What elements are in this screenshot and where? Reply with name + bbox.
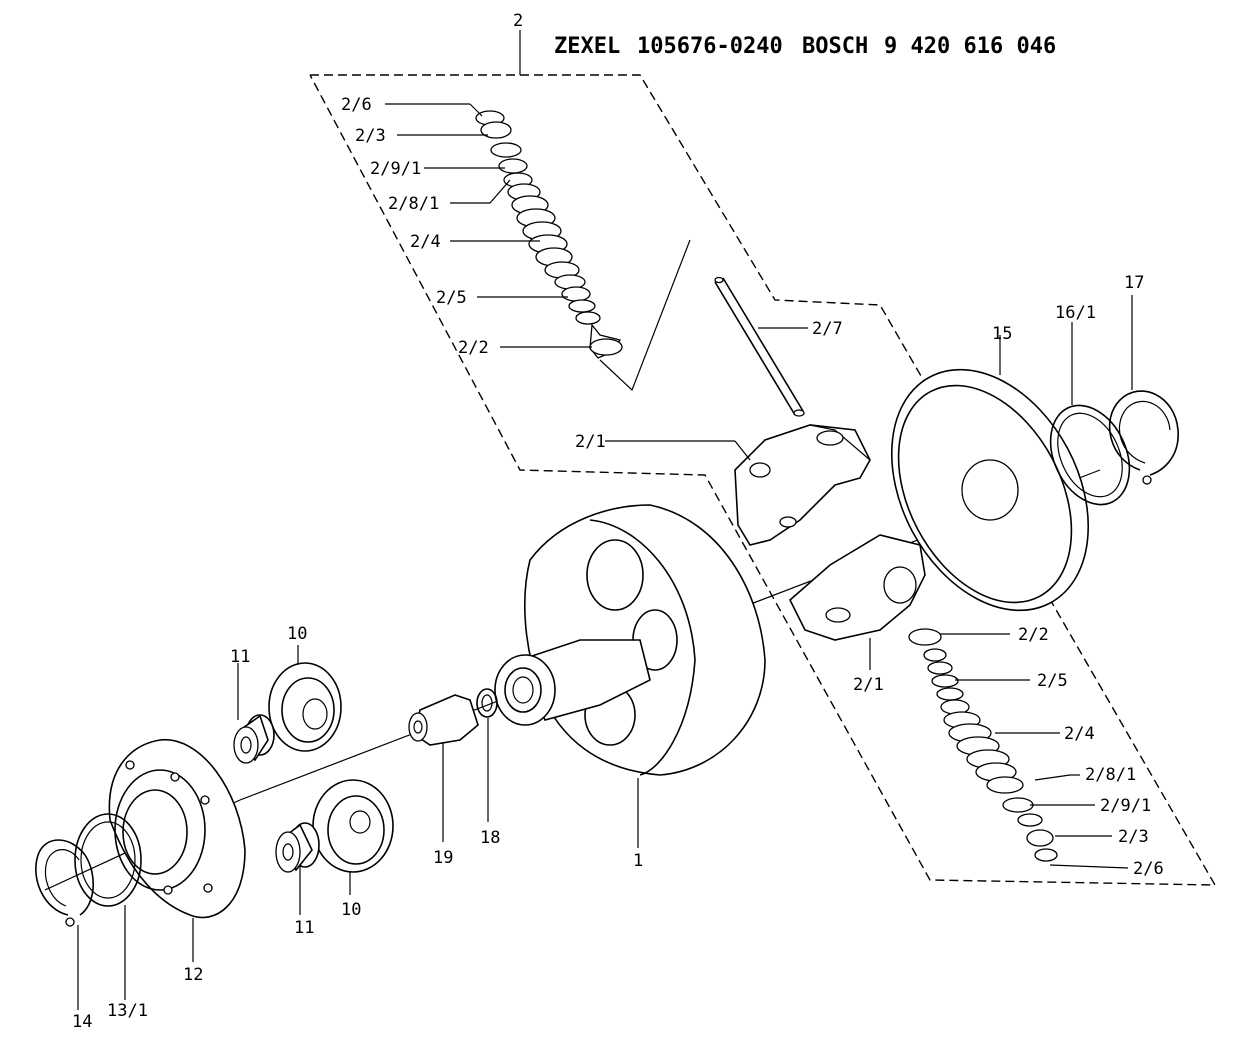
callout-14: 14 — [72, 1012, 92, 1032]
callout-19: 19 — [433, 848, 453, 868]
callout-17: 17 — [1124, 273, 1144, 293]
callout-18: 18 — [480, 828, 500, 848]
callout-2-1-lower: 2/1 — [853, 675, 884, 695]
callout-2-8-1-top: 2/8/1 — [388, 194, 439, 214]
callout-11-upper: 11 — [230, 647, 250, 667]
plate-15 — [890, 368, 1090, 612]
callout-1: 1 — [633, 851, 643, 871]
callout-2-9-1-top: 2/9/1 — [370, 159, 421, 179]
callout-2-4-top: 2/4 — [410, 232, 441, 252]
callout-11-lower: 11 — [294, 918, 314, 938]
flange-12 — [108, 739, 246, 919]
sleeve-11-upper — [233, 714, 275, 764]
callout-2-7: 2/7 — [812, 319, 843, 339]
callout-2-9-1-bottom: 2/9/1 — [1100, 796, 1151, 816]
callout-2-5-top: 2/5 — [436, 288, 467, 308]
callout-2: 2 — [513, 11, 523, 31]
callout-2-2-bottom: 2/2 — [1018, 625, 1049, 645]
callout-13-1: 13/1 — [107, 1001, 148, 1021]
lower-spring-stack — [908, 628, 1058, 862]
shim-13-1 — [74, 813, 142, 907]
bolt-19 — [408, 694, 479, 746]
header-brand-bosch: BOSCH — [802, 34, 869, 59]
callout-15: 15 — [992, 324, 1012, 344]
flyweight-2-1-lower — [789, 534, 926, 641]
upper-spring-stack — [475, 110, 691, 392]
callout-2-6-top: 2/6 — [341, 95, 372, 115]
callout-2-3-bottom: 2/3 — [1118, 827, 1149, 847]
snap-ring-17 — [1108, 390, 1179, 485]
pin-2-7 — [714, 276, 805, 417]
callout-2-4-bottom: 2/4 — [1064, 724, 1095, 744]
callout-2-1-upper: 2/1 — [575, 432, 606, 452]
callout-10-upper: 10 — [287, 624, 307, 644]
callout-2-6-bottom: 2/6 — [1133, 859, 1164, 879]
callout-16-1: 16/1 — [1055, 303, 1096, 323]
flyweight-2-1-upper — [734, 424, 871, 546]
callout-10-lower: 10 — [341, 900, 361, 920]
header-part-number-zexel: 105676-0240 — [637, 34, 783, 59]
leader-lines — [77, 103, 1133, 1010]
washer-18 — [476, 688, 498, 718]
snap-ring-14 — [35, 839, 95, 927]
callout-2-3-top: 2/3 — [355, 126, 386, 146]
weight-10-lower — [312, 779, 394, 873]
weight-10-upper — [268, 662, 342, 752]
callout-2-8-1-bottom: 2/8/1 — [1085, 765, 1136, 785]
housing-1 — [494, 504, 766, 776]
callout-2-2-top: 2/2 — [458, 338, 489, 358]
callout-2-5-bottom: 2/5 — [1037, 671, 1068, 691]
shim-16-1 — [1049, 404, 1131, 506]
group-2-boundary — [309, 30, 1217, 886]
header-brand-zexel: ZEXEL — [554, 34, 621, 59]
header-part-number-bosch: 9 420 616 046 — [884, 34, 1057, 59]
callout-12: 12 — [183, 965, 203, 985]
sleeve-11-lower — [275, 822, 320, 873]
callout-labels: 2 2/6 2/3 2/9/1 2/8/1 2/4 2/5 2/2 2/7 2/… — [72, 11, 1164, 1032]
